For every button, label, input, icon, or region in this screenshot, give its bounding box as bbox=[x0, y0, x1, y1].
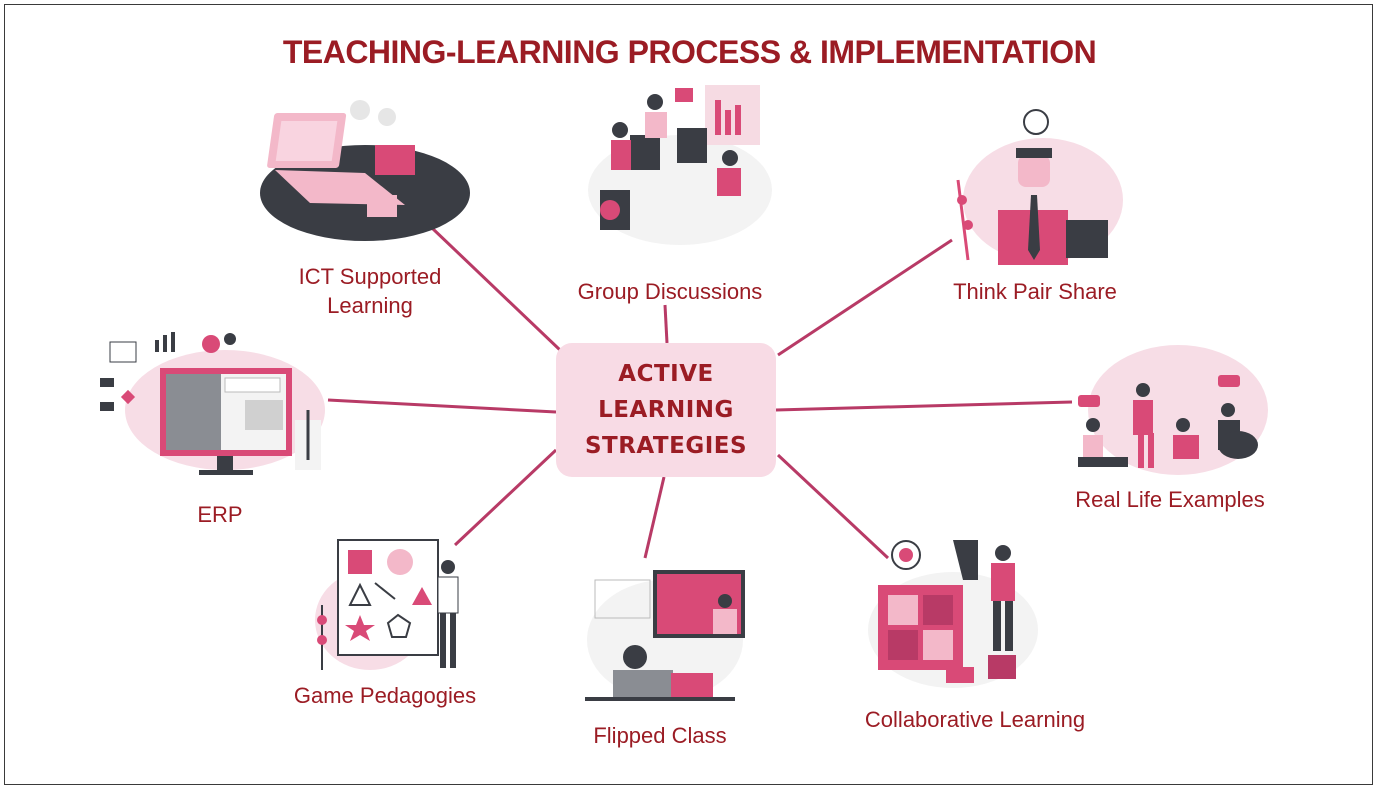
collaborative-learning-illustration bbox=[868, 540, 1038, 688]
label-flipped-class: Flipped Class bbox=[593, 723, 727, 748]
hub-line-1: ACTIVE bbox=[618, 361, 714, 387]
erp-dashboard-illustration bbox=[100, 332, 325, 475]
label-erp: ERP bbox=[197, 502, 243, 527]
game-pedagogies-illustration bbox=[315, 539, 459, 670]
label-game-pedagogies: Game Pedagogies bbox=[293, 683, 477, 708]
flipped-class-illustration bbox=[585, 570, 745, 701]
label-think-pair-share: Think Pair Share bbox=[953, 279, 1117, 304]
group-discussion-illustration bbox=[588, 85, 772, 245]
connector-group bbox=[663, 304, 669, 344]
slide-frame bbox=[4, 4, 1373, 785]
hub-line-2: LEARNING bbox=[598, 397, 734, 423]
label-ict-supported-learning: ICT Supported Learning bbox=[290, 262, 450, 320]
connector-erp bbox=[327, 398, 557, 414]
label-ict-line-2: Learning bbox=[327, 293, 413, 318]
ict-laptop-illustration bbox=[260, 100, 470, 241]
connector-game bbox=[453, 448, 558, 547]
label-group-discussions: Group Discussions bbox=[577, 279, 763, 304]
connector-real bbox=[775, 400, 1073, 412]
think-pair-share-illustration bbox=[956, 109, 1123, 265]
connector-think bbox=[777, 238, 953, 357]
active-learning-hub: ACTIVE LEARNING STRATEGIES bbox=[556, 343, 776, 477]
connector-flipped bbox=[643, 476, 666, 559]
label-ict-line-1: ICT Supported bbox=[298, 264, 442, 289]
slide-title: TEACHING-LEARNING PROCESS & IMPLEMENTATI… bbox=[282, 34, 1097, 70]
hub-line-3: STRATEGIES bbox=[584, 433, 748, 459]
real-life-examples-illustration bbox=[1078, 345, 1268, 475]
label-collaborative-learning: Collaborative Learning bbox=[864, 707, 1086, 732]
label-real-life-examples: Real Life Examples bbox=[1075, 487, 1265, 512]
connector-ict bbox=[430, 226, 562, 352]
connector-collab bbox=[776, 453, 890, 560]
